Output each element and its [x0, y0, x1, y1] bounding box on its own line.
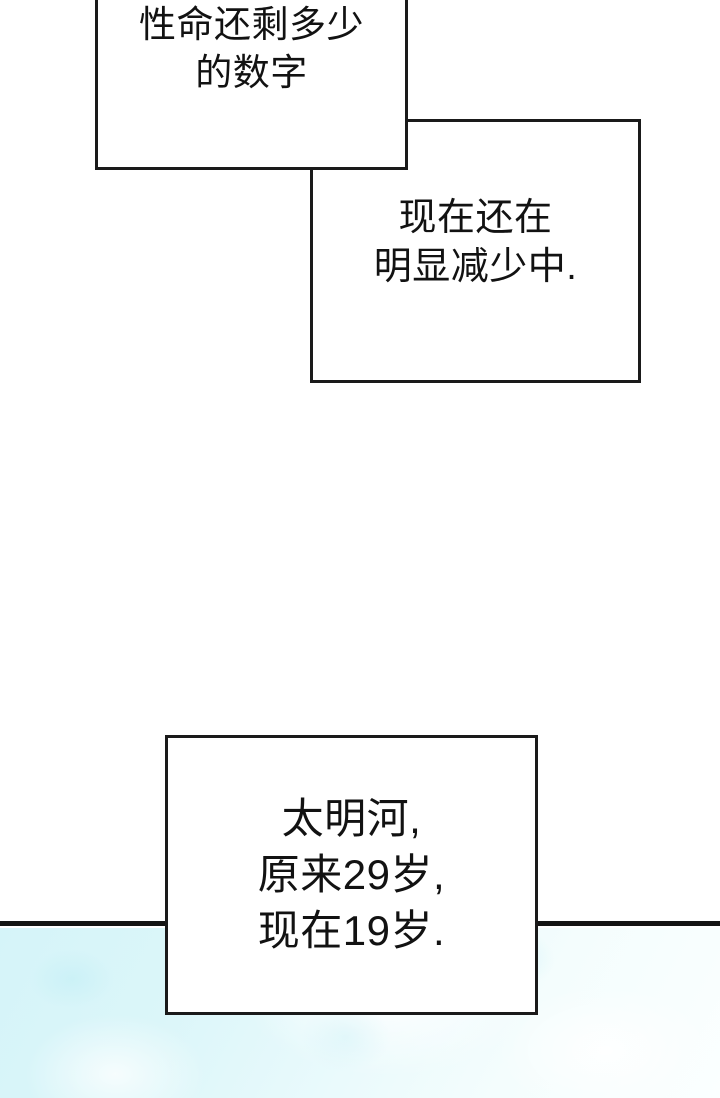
speech-box-3: 太明河, 原来29岁, 现在19岁.	[165, 735, 538, 1015]
speech-box-1-text: 性命还剩多少 的数字	[139, 3, 364, 93]
speech-box-1: 性命还剩多少 的数字	[95, 0, 408, 170]
speech-box-2: 现在还在 明显减少中.	[310, 119, 641, 383]
speech-box-2-text: 现在还在 明显减少中.	[373, 196, 578, 288]
speech-box-3-text: 太明河, 原来29岁, 现在19岁.	[257, 795, 446, 954]
